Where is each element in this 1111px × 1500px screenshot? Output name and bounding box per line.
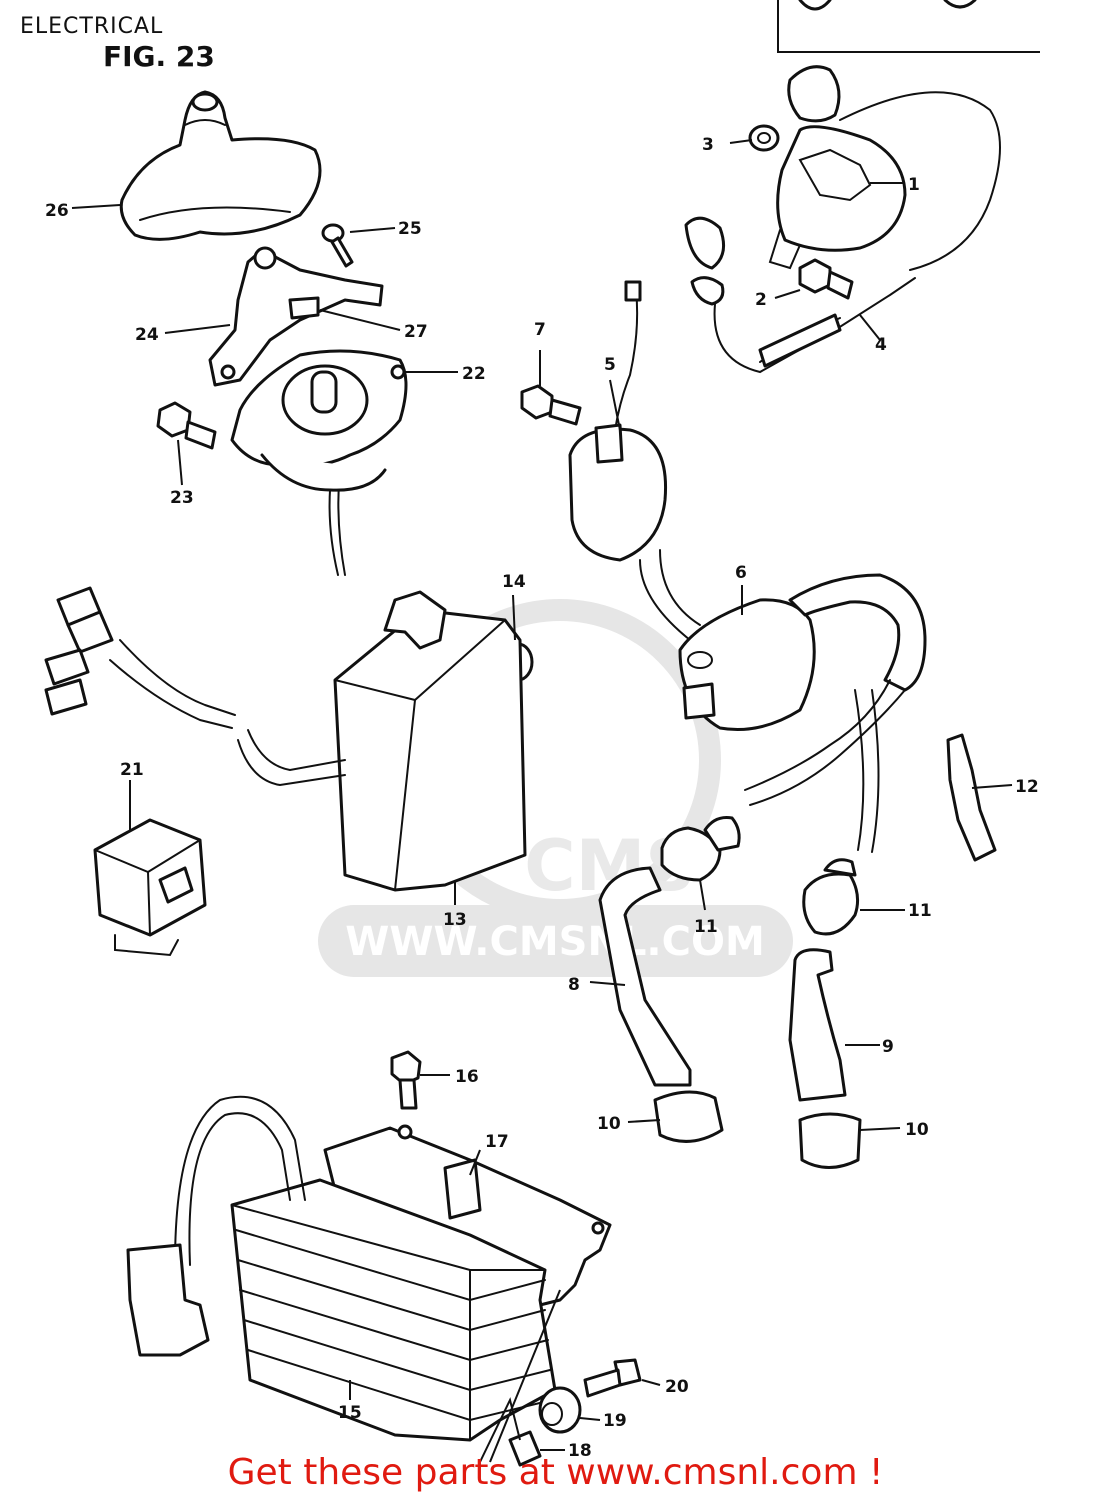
callout-23: 23 bbox=[170, 488, 194, 508]
part-10-boot bbox=[653, 1090, 724, 1143]
part-4-cable bbox=[684, 216, 916, 374]
part-13-igniter-unit bbox=[44, 586, 527, 892]
callout-17: 17 bbox=[485, 1132, 509, 1152]
part-7-bolt bbox=[520, 384, 582, 426]
callout-6: 6 bbox=[735, 563, 747, 583]
part-25-screw bbox=[321, 223, 354, 268]
callout-20: 20 bbox=[665, 1377, 689, 1397]
figure-label: FIG. 23 bbox=[103, 40, 215, 73]
callout-25: 25 bbox=[398, 219, 422, 239]
callout-11a: 11 bbox=[694, 917, 718, 937]
callout-4: 4 bbox=[875, 335, 887, 355]
part-16-bolt bbox=[390, 1050, 422, 1110]
callout-13: 13 bbox=[443, 910, 467, 930]
page-title: ELECTRICAL bbox=[20, 14, 164, 39]
part-20-bolt bbox=[583, 1358, 642, 1398]
callout-24: 24 bbox=[135, 325, 159, 345]
callout-15: 15 bbox=[338, 1403, 362, 1423]
part-6-ignition-coil bbox=[678, 573, 927, 853]
callout-14: 14 bbox=[502, 572, 526, 592]
callout-10b: 10 bbox=[905, 1120, 929, 1140]
part-24-bracket bbox=[208, 246, 384, 387]
callout-7: 7 bbox=[534, 320, 546, 340]
callout-8: 8 bbox=[568, 975, 580, 995]
part-19-collar bbox=[538, 1386, 582, 1434]
callout-12: 12 bbox=[1015, 777, 1039, 797]
part-11-plug-cap bbox=[660, 816, 741, 882]
callout-labels: 1 2 3 4 5 6 7 8 9 10 10 11 11 12 13 14 1… bbox=[45, 135, 1039, 1461]
callout-3: 3 bbox=[702, 135, 714, 155]
part-5-ignition-coil bbox=[568, 280, 701, 641]
part-11-plug-cap-b bbox=[802, 858, 860, 936]
part-8-spark-plug-cap bbox=[598, 866, 692, 1087]
callout-5: 5 bbox=[604, 355, 616, 375]
part-10-boot-b bbox=[798, 1112, 862, 1169]
callout-16: 16 bbox=[455, 1067, 479, 1087]
part-23-bolt bbox=[156, 401, 217, 450]
callout-22: 22 bbox=[462, 364, 486, 384]
part-18-cushion bbox=[508, 1430, 542, 1467]
part-9-spark-plug-cap bbox=[788, 948, 847, 1102]
part-15-regulator-rectifier bbox=[126, 1095, 557, 1442]
callout-18: 18 bbox=[568, 1441, 592, 1461]
callout-2: 2 bbox=[755, 290, 767, 310]
part-1-ignition-switch bbox=[768, 65, 1001, 271]
callout-9: 9 bbox=[882, 1037, 894, 1057]
part-2-bolt bbox=[798, 258, 854, 300]
callout-27: 27 bbox=[404, 322, 428, 342]
part-21-relay bbox=[93, 818, 207, 957]
part-26-switch-cover bbox=[119, 90, 322, 241]
part-22-ignition-lock bbox=[230, 349, 408, 576]
callout-19: 19 bbox=[603, 1411, 627, 1431]
footer-link[interactable]: Get these parts at www.cmsnl.com ! bbox=[227, 1452, 884, 1493]
callout-10a: 10 bbox=[597, 1114, 621, 1134]
callout-26: 26 bbox=[45, 201, 69, 221]
watermark-text: WWW.CMSNL.COM bbox=[345, 919, 765, 965]
frame-corner bbox=[777, 0, 1040, 53]
watermark-banner bbox=[318, 905, 793, 977]
part-12-clamp bbox=[946, 733, 997, 862]
callout-1: 1 bbox=[908, 175, 920, 195]
callout-21: 21 bbox=[120, 760, 144, 780]
leader-lines bbox=[71, 139, 1013, 1463]
part-3-nut bbox=[748, 124, 780, 152]
callout-11b: 11 bbox=[908, 901, 932, 921]
